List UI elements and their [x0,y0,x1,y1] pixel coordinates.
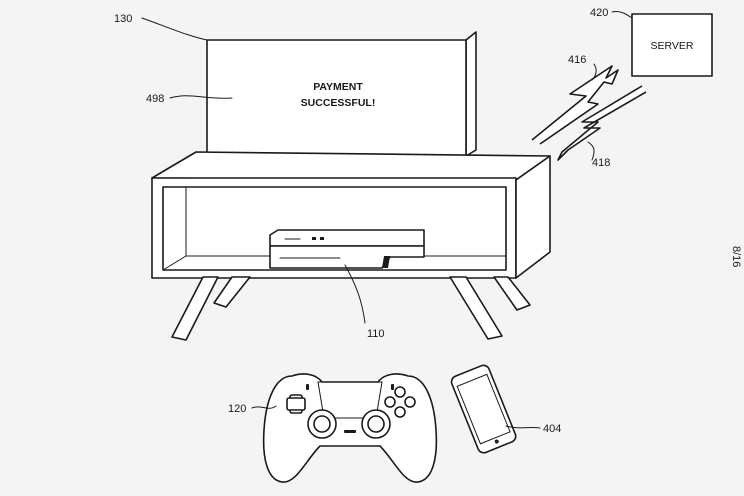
ref-downlink: 418 [592,157,610,169]
ref-uplink: 416 [568,54,586,66]
smartphone [450,364,517,454]
reference-numerals: 130 498 420 416 418 110 120 404 8/16 [114,7,742,435]
tv-stand [151,151,551,341]
page-number: 8/16 [730,246,742,267]
screen-text-line-1: PAYMENT [313,81,363,93]
face-buttons [384,386,416,418]
ref-controller: 120 [228,403,246,415]
d-pad [286,394,306,414]
signal-arrows [531,65,647,161]
game-controller [262,373,438,483]
screen-text-line-2: SUCCESSFUL! [301,97,376,109]
tv-screen-message: PAYMENT SUCCESSFUL! [301,81,376,109]
ref-console: 110 [367,328,385,340]
server-label: SERVER [651,40,694,52]
game-console [269,229,425,269]
analog-sticks [307,409,391,439]
server: SERVER [631,13,713,77]
ref-phone: 404 [543,423,561,435]
ref-tv-screen: 498 [146,93,164,105]
ref-tv: 130 [114,13,132,25]
leader-lines [141,11,633,429]
ref-server: 420 [590,7,608,19]
